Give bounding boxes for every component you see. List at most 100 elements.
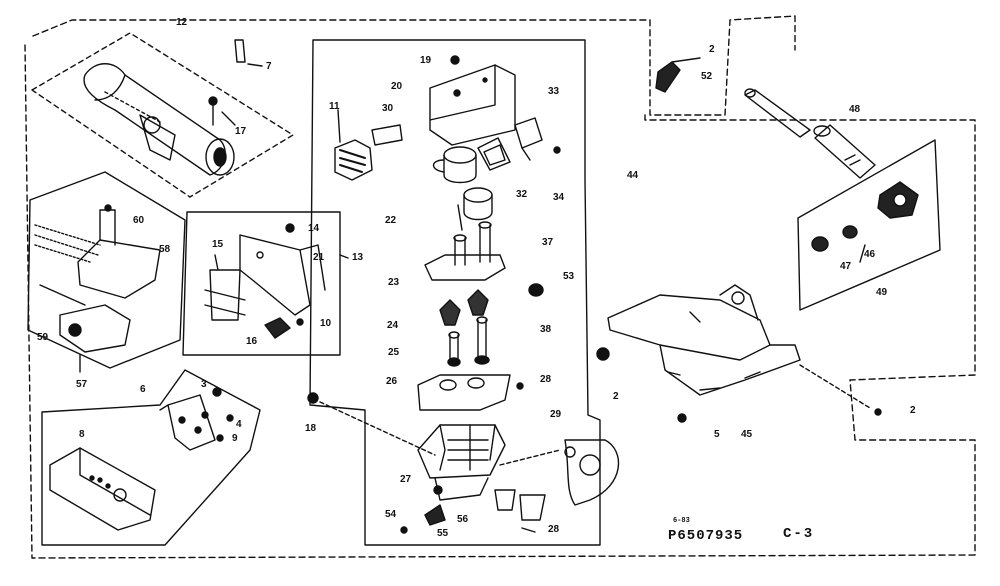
label-part-45: 45 [741, 429, 753, 440]
label-part-13: 13 [352, 252, 364, 263]
label-part-16: 16 [246, 336, 258, 347]
label-part-60: 60 [133, 215, 145, 226]
nut-part-18 [307, 392, 319, 404]
label-part-23: 23 [388, 277, 400, 288]
leader-13 [339, 254, 349, 259]
label-part-17: 17 [235, 126, 247, 137]
label-part-33: 33 [548, 86, 560, 97]
part-33-block [514, 117, 543, 161]
screw-part-4 [226, 414, 234, 422]
part-7-pin [234, 39, 263, 67]
label-part-25: 25 [388, 347, 400, 358]
label-part-59: 59 [37, 332, 49, 343]
nut-part-53 [528, 283, 544, 297]
label-part-21: 21 [313, 252, 325, 263]
screw-part-28a [516, 382, 524, 390]
label-part-19: 19 [420, 55, 432, 66]
label-part-10: 10 [320, 318, 332, 329]
label-part-30: 30 [382, 103, 394, 114]
screw-part-14 [285, 223, 295, 233]
burner-tube-part-12 [83, 63, 235, 176]
label-part-28a: 28 [540, 374, 552, 385]
screw-part-2-right [874, 408, 882, 416]
leader-18 [319, 401, 436, 456]
part-52-clip [655, 57, 701, 93]
label-part-24: 24 [387, 320, 399, 331]
box-part-49 [797, 139, 941, 311]
part-21-bracket [239, 234, 326, 316]
leader-29 [499, 449, 561, 466]
screw-part-60 [104, 204, 112, 212]
label-part-5: 5 [714, 429, 720, 440]
bracket-part-45 [607, 284, 801, 396]
pin-part-38 [474, 316, 490, 365]
part-17-screw [208, 96, 236, 126]
leader-2-right [799, 364, 871, 409]
screw-part-10 [296, 318, 304, 326]
label-part-20: 20 [391, 81, 403, 92]
part-59-block [39, 284, 131, 353]
part-58-bracket [34, 209, 161, 299]
outer-dashed-boundary [24, 15, 976, 559]
label-part-26: 26 [386, 376, 398, 387]
part-32-plate [477, 137, 511, 171]
label-part-27: 27 [400, 474, 412, 485]
label-part-54: 54 [385, 509, 397, 520]
box-part-13 [182, 211, 341, 356]
footer-catalog-number: P6507935 [668, 528, 744, 544]
plate-part-26 [417, 374, 511, 411]
label-part-3: 3 [201, 379, 207, 390]
label-part-52-top: 52 [701, 71, 713, 82]
part-15-valve [204, 254, 246, 321]
label-part-47: 47 [840, 261, 852, 272]
label-part-2-mid: 2 [613, 391, 619, 402]
label-part-57: 57 [76, 379, 88, 390]
valve-part-24 [439, 289, 489, 326]
screw-part-34 [553, 146, 561, 154]
label-part-11: 11 [329, 101, 340, 112]
part-6-bracket [159, 394, 216, 451]
part-16-nut [264, 317, 291, 339]
label-part-29: 29 [550, 409, 562, 420]
nut-part-5 [677, 413, 687, 423]
label-part-46: 46 [864, 249, 876, 260]
label-part-6: 6 [140, 384, 146, 395]
label-part-48: 48 [849, 104, 861, 115]
connector-part-11 [334, 109, 373, 181]
screw-part-19 [450, 55, 460, 65]
label-part-2-right: 2 [910, 405, 916, 416]
part-37-coil [457, 187, 493, 231]
label-part-22: 22 [385, 215, 397, 226]
part-8-housing [49, 447, 156, 531]
screw-part-9 [216, 434, 224, 442]
box-part-8 [41, 369, 261, 546]
label-part-28b: 28 [548, 524, 560, 535]
box-part-57 [27, 171, 186, 369]
screw-part-3 [212, 387, 222, 397]
label-part-18: 18 [305, 423, 317, 434]
label-part-53: 53 [563, 271, 575, 282]
label-part-38: 38 [540, 324, 552, 335]
label-part-49: 49 [876, 287, 888, 298]
label-part-34: 34 [553, 192, 565, 203]
label-part-9: 9 [232, 433, 238, 444]
label-part-32: 32 [516, 189, 528, 200]
footer-small-code: 6-83 [673, 517, 690, 525]
label-part-8: 8 [79, 429, 85, 440]
label-part-55: 55 [437, 528, 449, 539]
label-part-37: 37 [542, 237, 554, 248]
part-29-bracket [564, 439, 620, 506]
label-part-2-top: 2 [709, 44, 715, 55]
label-part-7: 7 [266, 61, 272, 72]
small-parts-bottom [400, 485, 546, 534]
label-part-15: 15 [212, 239, 224, 250]
label-part-12: 12 [176, 17, 188, 28]
label-part-58a: 58 [159, 244, 171, 255]
part-23-plate [424, 221, 506, 281]
tube-part-48 [744, 88, 876, 179]
label-part-56: 56 [457, 514, 469, 525]
part-49-assembly [811, 181, 919, 263]
box-part-12 [31, 32, 294, 198]
